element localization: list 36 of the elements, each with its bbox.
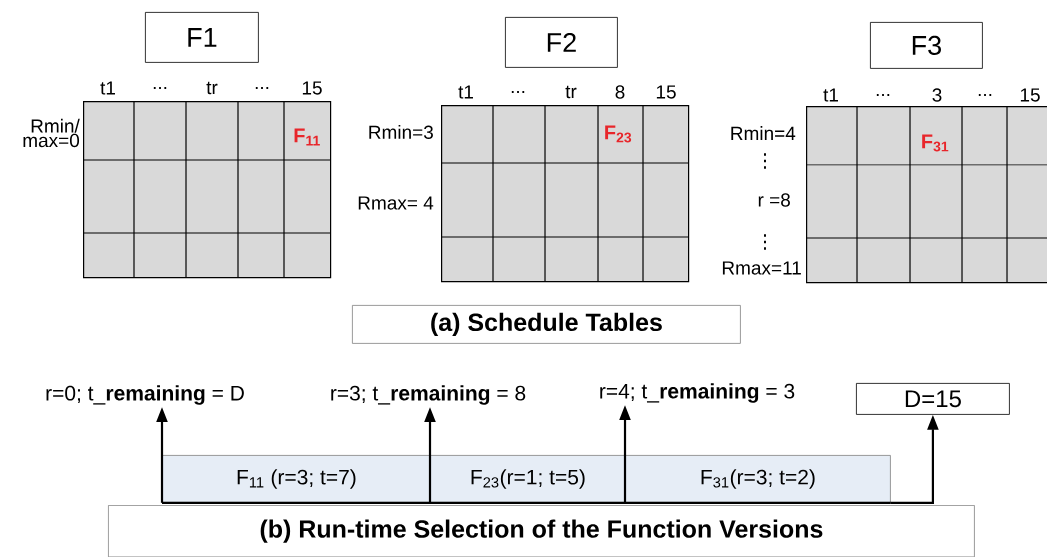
caption-box: (a) Schedule Tables	[352, 305, 741, 344]
column-header: 15	[1020, 88, 1040, 102]
execution-segment: F$_{31}$(r=3; t=2)	[625, 455, 891, 504]
cell-label: F$_{23}$	[605, 125, 632, 143]
column-header: 15	[302, 81, 322, 95]
column-header: t1	[100, 81, 115, 95]
title-box: F1	[145, 12, 259, 63]
ellipsis-mark: ⋮	[764, 234, 766, 250]
column-header: ...	[511, 91, 525, 93]
status-text: r=4; t_remaining = 3	[600, 383, 795, 403]
row-label: Rmin=3	[369, 125, 433, 139]
title-box: F3	[870, 22, 983, 69]
row-label: Rmax= 4	[358, 196, 434, 210]
column-header: ...	[876, 94, 890, 96]
ellipsis-mark: ⋮	[764, 153, 766, 169]
column-header: 3	[932, 88, 942, 102]
status-text: r=0; t_remaining = D	[46, 385, 244, 405]
caption-box: (b) Run-time Selection of the Function Versions	[108, 505, 975, 557]
column-header: 8	[615, 85, 625, 99]
deadline-box: D=15	[856, 383, 1010, 415]
row-label: Rmax=11	[722, 261, 801, 275]
column-header: t1	[458, 85, 473, 99]
status-text: r=3; t_remaining = 8	[331, 385, 526, 405]
cell-label: F$_{31}$	[922, 134, 949, 152]
execution-segment: F$_{11}$ (r=3; t=7)	[162, 455, 431, 504]
column-header: ...	[255, 87, 269, 89]
title-box: F2	[505, 17, 618, 68]
execution-segment: F$_{23}$(r=1; t=5)	[430, 455, 626, 504]
column-header: tr	[565, 85, 577, 99]
row-label: Rmin=4	[731, 126, 796, 140]
column-header: ...	[153, 87, 167, 89]
cell-label: F$_{11}$	[294, 128, 320, 146]
column-header: 15	[656, 85, 676, 99]
column-header: ...	[978, 94, 992, 96]
column-header: t1	[823, 88, 838, 102]
column-header: tr	[206, 81, 218, 95]
